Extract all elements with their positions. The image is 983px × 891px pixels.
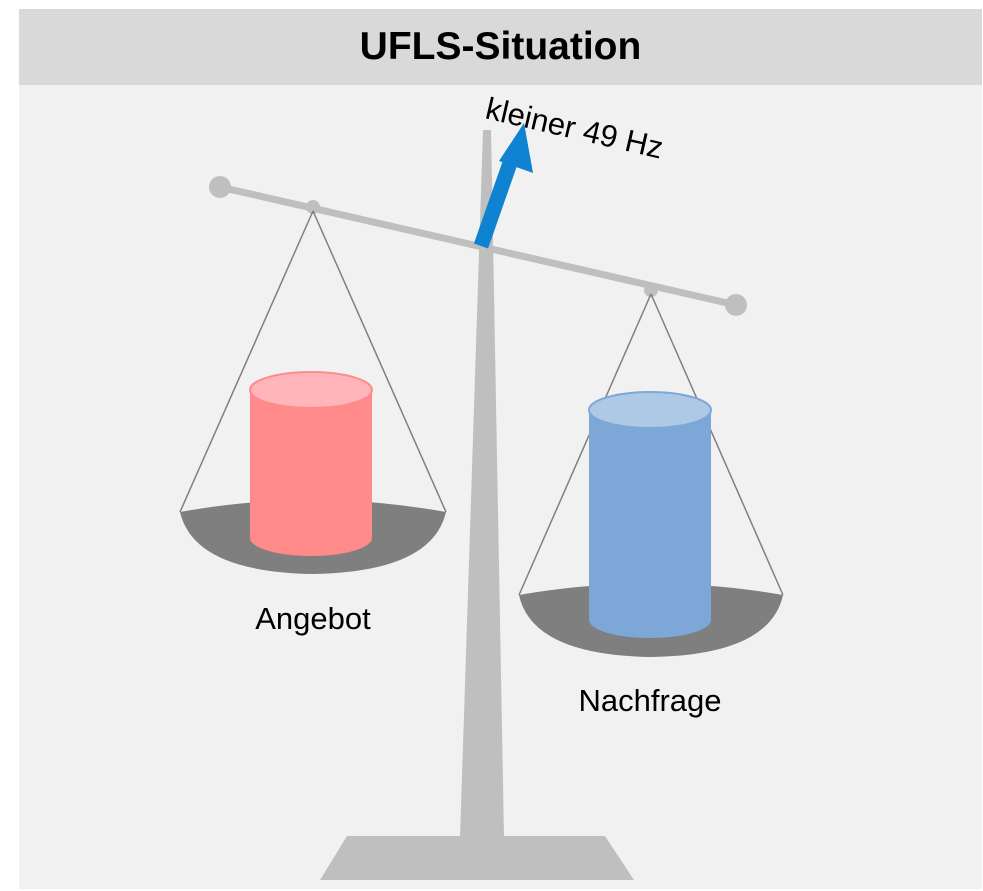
right-pan-string-left bbox=[518, 293, 652, 596]
scale-pillar bbox=[460, 130, 504, 838]
supply-cylinder bbox=[249, 371, 373, 556]
right-pan-string-right bbox=[650, 293, 784, 596]
beam-end-left bbox=[209, 176, 231, 198]
demand-label: Nachfrage bbox=[578, 683, 721, 718]
beam-hook-left bbox=[306, 200, 320, 214]
frequency-arrow bbox=[473, 123, 533, 249]
beam-end-right bbox=[725, 294, 747, 316]
scale-base bbox=[320, 836, 634, 880]
header-bar bbox=[19, 9, 982, 85]
diagram-title: UFLS-Situation bbox=[359, 25, 642, 68]
demand-cylinder bbox=[588, 391, 712, 638]
left-pan-string-right bbox=[312, 210, 447, 513]
left-pan-string-left bbox=[179, 210, 314, 513]
beam-hook-right bbox=[644, 283, 658, 297]
supply-label: Angebot bbox=[255, 601, 371, 636]
